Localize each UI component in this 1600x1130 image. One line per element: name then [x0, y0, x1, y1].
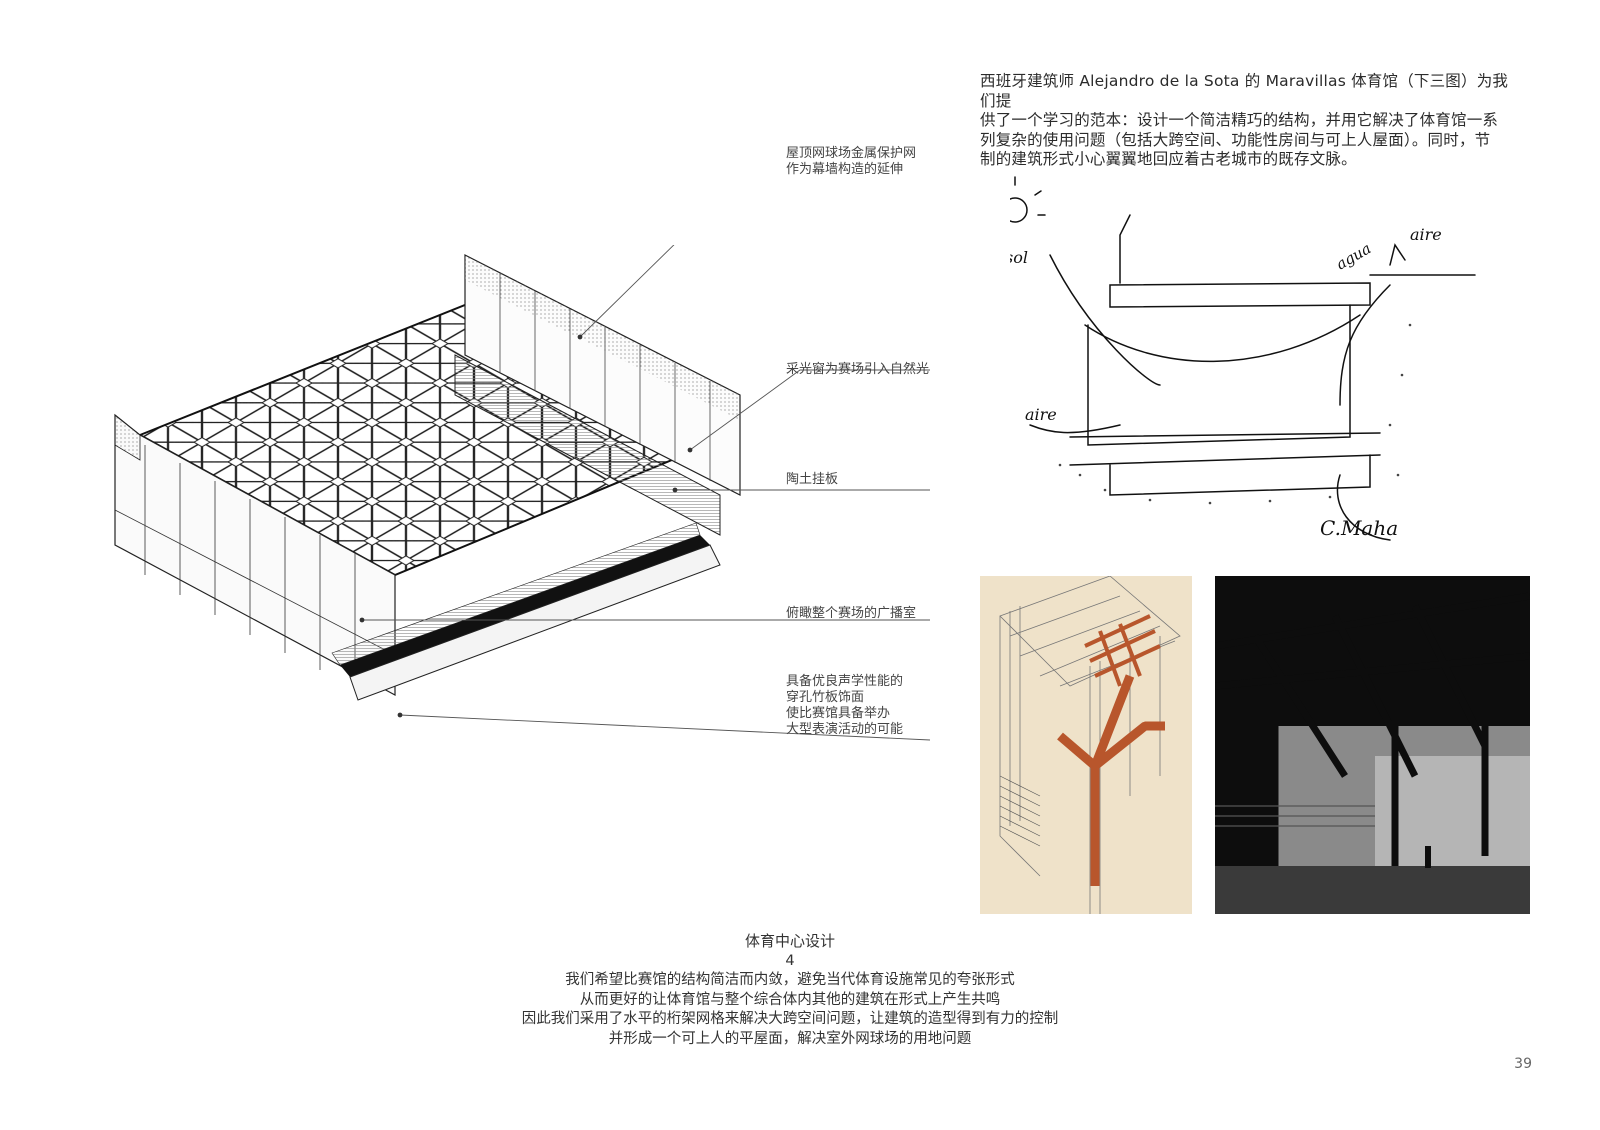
timber-structure-drawing	[980, 576, 1192, 914]
sketch-word-agua: agua	[1333, 239, 1374, 273]
annotation-terracotta: 陶土挂板	[786, 472, 839, 487]
sketch-word-sol: sol	[1010, 248, 1028, 267]
hand-sketch: sol agua aire aire C.Maha	[1010, 176, 1476, 541]
sketch-word-aire: aire	[1410, 225, 1442, 244]
intro-line: 制的建筑形式小心翼翼地回应着古老城市的既存文脉。	[980, 150, 1357, 168]
terracotta-panels	[454, 354, 721, 536]
sketch-word-aire: aire	[1025, 405, 1057, 424]
construction-photo	[1215, 576, 1530, 914]
annotation-tennis-net: 屋顶网球场金属保护网 作为幕墙构造的延伸	[786, 146, 917, 177]
axonometric-drawing	[114, 245, 931, 741]
annotation-broadcast: 俯瞰整个赛场的广播室	[786, 606, 917, 621]
intro-line: 列复杂的使用问题（包括大跨空间、功能性房间与可上人屋面）。同时，节	[980, 130, 1491, 149]
caption-block: 体育中心设计 4 我们希望比赛馆的结构简洁而内敛，避免当代体育设施常见的夸张形式…	[500, 932, 1080, 1049]
sketch-signature: C.Maha	[1320, 516, 1398, 540]
caption-line: 我们希望比赛馆的结构简洁而内敛，避免当代体育设施常见的夸张形式	[565, 972, 1015, 988]
caption-line: 从而更好的让体育馆与整个综合体内其他的建筑在形式上产生共鸣	[579, 991, 1001, 1008]
annotation-bamboo: 具备优良声学性能的 穿孔竹板饰面 使比赛馆具备举办 大型表演活动的可能	[786, 674, 904, 737]
sun-icon	[1010, 197, 1028, 223]
caption-title: 体育中心设计	[744, 932, 835, 950]
page-number: 39	[1514, 1056, 1532, 1072]
intro-paragraph: 西班牙建筑师 Alejandro de la Sota 的 Maravillas…	[980, 72, 1520, 170]
intro-line: 西班牙建筑师 Alejandro de la Sota 的 Maravillas…	[980, 72, 1509, 110]
caption-line: 因此我们采用了水平的桁架网格来解决大跨空间问题，让建筑的造型得到有力的控制	[521, 1011, 1059, 1027]
intro-line: 供了一个学习的范本：设计一个简洁精巧的结构，并用它解决了体育馆一系	[980, 111, 1499, 129]
broadcast-band	[340, 535, 710, 677]
caption-line: 并形成一个可上人的平屋面，解决室外网球场的用地问题	[608, 1030, 972, 1047]
leader-lines	[362, 245, 931, 741]
caption-number: 4	[785, 952, 795, 969]
annotation-skylight: 采光窗为赛场引入自然光	[786, 362, 930, 377]
